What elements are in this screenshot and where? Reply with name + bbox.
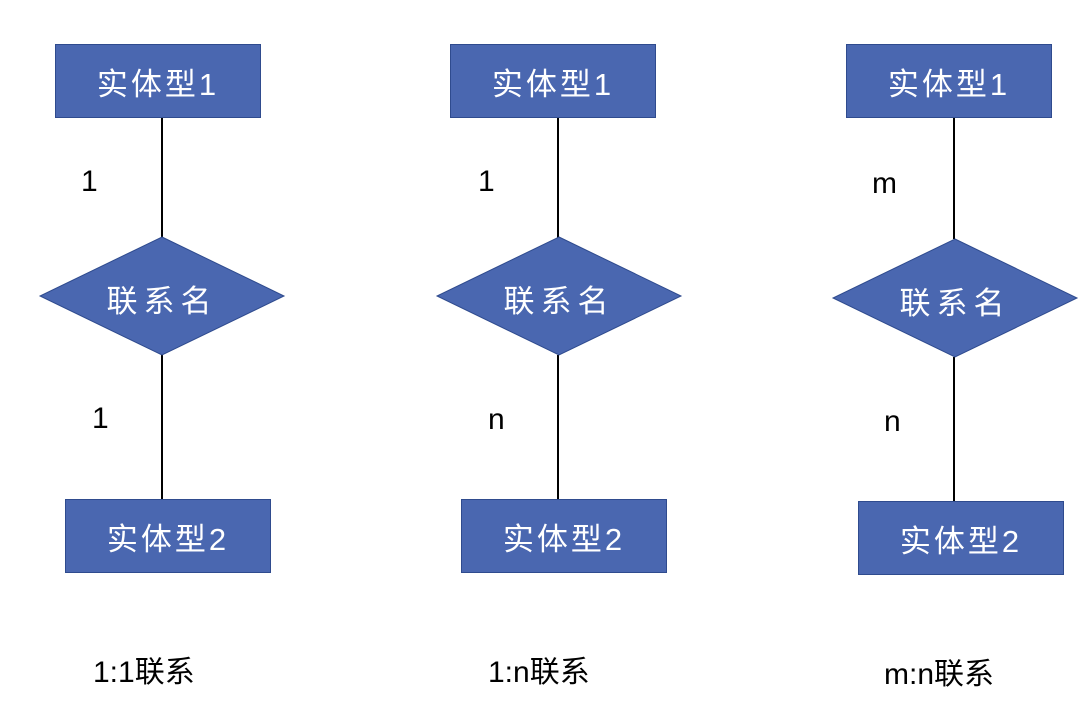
relationship-diamond bbox=[435, 236, 683, 356]
relation-type-caption: m:n联系 bbox=[884, 658, 995, 691]
cardinality-top: m bbox=[872, 167, 897, 200]
entity-bottom-label: 实体型2 bbox=[899, 523, 1023, 559]
entity-bottom-label: 实体型2 bbox=[106, 521, 230, 557]
connector-bottom bbox=[953, 357, 955, 503]
connector-top bbox=[953, 118, 955, 239]
entity-top-label: 实体型1 bbox=[491, 66, 615, 102]
entity-top-label: 实体型1 bbox=[887, 66, 1011, 102]
connector-bottom bbox=[557, 355, 559, 501]
relationship-label: 联系名 bbox=[503, 284, 615, 319]
relationship-diamond bbox=[38, 236, 286, 356]
cardinality-bottom: n bbox=[488, 403, 505, 436]
entity-bottom-label: 实体型2 bbox=[502, 521, 626, 557]
connector-top bbox=[161, 117, 163, 238]
entity-bottom: 实体型2 bbox=[858, 501, 1064, 575]
entity-bottom: 实体型2 bbox=[461, 499, 667, 573]
relationship-label: 联系名 bbox=[899, 286, 1011, 321]
entity-top-label: 实体型1 bbox=[96, 66, 220, 102]
relationship-diamond bbox=[831, 238, 1079, 358]
cardinality-top: 1 bbox=[81, 165, 98, 198]
entity-top: 实体型1 bbox=[846, 44, 1052, 118]
cardinality-bottom: 1 bbox=[92, 402, 109, 435]
entity-top: 实体型1 bbox=[55, 44, 261, 118]
connector-top bbox=[557, 117, 559, 238]
cardinality-bottom: n bbox=[884, 405, 901, 438]
relation-type-caption: 1:1联系 bbox=[93, 656, 195, 689]
entity-bottom: 实体型2 bbox=[65, 499, 271, 573]
relationship-label: 联系名 bbox=[106, 284, 218, 319]
cardinality-top: 1 bbox=[478, 165, 495, 198]
relation-type-caption: 1:n联系 bbox=[488, 656, 590, 689]
entity-top: 实体型1 bbox=[450, 44, 656, 118]
connector-bottom bbox=[161, 355, 163, 501]
